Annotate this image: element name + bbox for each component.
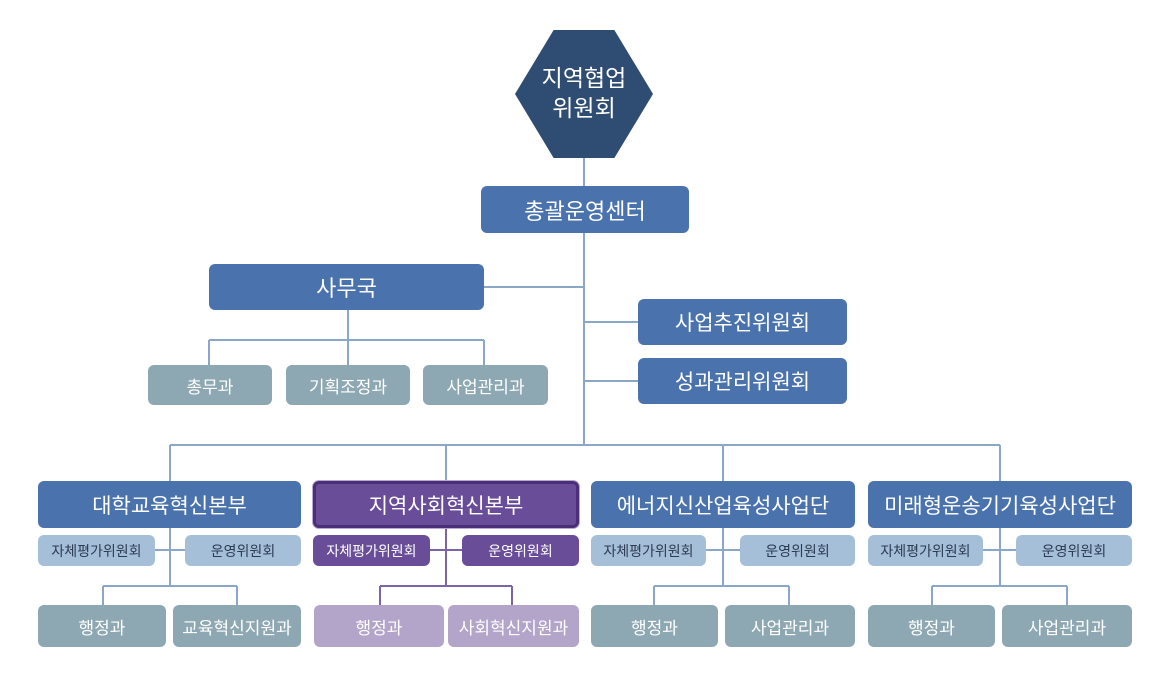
- committee-label: 사업추진위원회: [674, 311, 811, 335]
- division-label: 사업관리과: [446, 377, 525, 398]
- hq4-self-evaluation-committee: 자체평가위원회: [868, 535, 983, 566]
- hq3-dept-admin: 행정과: [591, 605, 718, 647]
- dept-label: 교육혁신지원과: [182, 618, 292, 639]
- hq-energy-industry: 에너지신산업육성사업단: [591, 481, 855, 528]
- hq4-dept-admin: 행정과: [868, 605, 995, 647]
- hq2-steering-committee: 운영위원회: [462, 535, 579, 566]
- secretariat-node: 사무국: [209, 264, 484, 310]
- hq3-dept-management: 사업관리과: [725, 605, 855, 647]
- dept-label: 사회혁신지원과: [458, 618, 569, 639]
- hq3-self-evaluation-committee: 자체평가위원회: [591, 535, 706, 566]
- hq1-steering-committee: 운영위원회: [185, 535, 301, 566]
- hq-label: 에너지신산업육성사업단: [616, 493, 830, 518]
- hq-label: 지역사회혁신본부: [368, 493, 524, 518]
- hq-university-education: 대학교육혁신본부: [38, 481, 301, 528]
- sub-committee-label: 자체평가위원회: [326, 543, 417, 560]
- hq1-dept-support: 교육혁신지원과: [173, 605, 301, 647]
- committee-label: 성과관리위원회: [674, 370, 811, 394]
- dept-label: 사업관리과: [1027, 618, 1107, 639]
- sub-committee-label: 자체평가위원회: [880, 543, 971, 560]
- division-planning: 기획조정과: [286, 365, 410, 405]
- division-general-affairs: 총무과: [148, 365, 272, 405]
- division-label: 총무과: [186, 377, 234, 398]
- sub-committee-label: 운영위원회: [765, 543, 830, 560]
- hq2-dept-support: 사회혁신지원과: [448, 605, 579, 647]
- secretariat-label: 사무국: [316, 277, 377, 302]
- dept-label: 행정과: [78, 618, 126, 639]
- dept-label: 행정과: [908, 618, 955, 639]
- hq4-steering-committee: 운영위원회: [1016, 535, 1132, 566]
- sub-committee-label: 자체평가위원회: [603, 543, 694, 560]
- hq-regional-innovation: 지역사회혁신본부: [313, 481, 579, 528]
- dept-label: 행정과: [355, 618, 403, 639]
- sub-committee-label: 운영위원회: [488, 543, 553, 560]
- division-project-management: 사업관리과: [423, 365, 548, 405]
- hq2-dept-admin: 행정과: [314, 605, 444, 647]
- hq2-self-evaluation-committee: 자체평가위원회: [313, 535, 430, 566]
- hq1-dept-admin: 행정과: [38, 605, 166, 647]
- sub-committee-label: 자체평가위원회: [51, 543, 142, 560]
- hq4-dept-management: 사업관리과: [1002, 605, 1132, 647]
- sub-committee-label: 운영위원회: [1041, 543, 1107, 560]
- dept-label: 행정과: [631, 618, 678, 639]
- hq1-self-evaluation-committee: 자체평가위원회: [38, 535, 155, 566]
- center-node: 총괄운영센터: [481, 186, 689, 233]
- committee-project-promotion: 사업추진위원회: [638, 299, 847, 345]
- root-label: 지역협업 위원회: [541, 66, 627, 122]
- center-label: 총괄운영센터: [524, 199, 646, 225]
- hq-label: 미래형운송기기육성사업단: [884, 493, 1116, 518]
- dept-label: 사업관리과: [750, 618, 830, 639]
- division-label: 기획조정과: [308, 377, 388, 398]
- hq3-steering-committee: 운영위원회: [740, 535, 855, 566]
- sub-committee-label: 운영위원회: [210, 543, 276, 560]
- hq-future-transport: 미래형운송기기육성사업단: [868, 481, 1132, 528]
- hq-label: 대학교육혁신본부: [92, 493, 247, 518]
- committee-performance: 성과관리위원회: [638, 358, 847, 404]
